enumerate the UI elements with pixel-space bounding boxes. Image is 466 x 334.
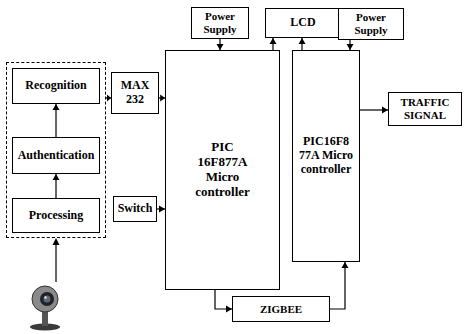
connector-arrow <box>270 38 277 50</box>
block-label: ZIGBEE <box>260 303 302 316</box>
connector-arrow <box>347 40 354 50</box>
connector-line <box>330 262 345 309</box>
block-label: TRAFFIC SIGNAL <box>389 96 461 121</box>
block-box: Switch <box>113 196 157 222</box>
arrow-head <box>53 238 60 245</box>
connector-arrow <box>360 107 388 114</box>
arrow-head <box>299 38 306 44</box>
block-label: Power Supply <box>339 11 403 36</box>
dashed-group-box: RecognitionAuthenticationProcessing <box>6 62 106 238</box>
block-label: LCD <box>290 16 315 30</box>
webcam-body <box>32 286 58 312</box>
block-label: Processing <box>29 209 83 223</box>
webcam-lens-ring <box>40 292 54 306</box>
arrow-head <box>53 174 60 180</box>
arrow-head <box>270 38 277 44</box>
connector-arrow <box>299 38 306 50</box>
webcam-glint <box>44 296 46 298</box>
block-box: PIC 16F877A Micro controller <box>165 50 280 290</box>
arrow-head <box>342 262 349 268</box>
block-box: Authentication <box>12 137 100 174</box>
connector-arrow <box>157 206 165 213</box>
connector-arrow <box>215 290 232 313</box>
block-label: Recognition <box>25 79 86 93</box>
block-box: ZIGBEE <box>232 296 330 322</box>
block-label: PIC 16F877A Micro controller <box>188 140 258 200</box>
block-box: Recognition <box>12 68 100 104</box>
connector-arrow <box>53 104 60 137</box>
block-box: PIC16F8 77A Micro controller <box>292 50 360 262</box>
block-box: Power Supply <box>338 8 404 40</box>
connector-arrow <box>217 39 224 50</box>
webcam-lens <box>44 296 51 303</box>
block-label: MAX 232 <box>112 79 158 107</box>
block-box: TRAFFIC SIGNAL <box>388 92 462 126</box>
input-arrow <box>55 244 56 282</box>
block-box: Processing <box>12 198 100 233</box>
block-label: Power Supply <box>192 10 248 35</box>
block-label: Authentication <box>18 149 95 163</box>
arrow-head <box>53 104 60 110</box>
block-box: LCD <box>265 8 341 38</box>
block-box: MAX 232 <box>111 72 159 114</box>
connector-arrow <box>330 262 349 309</box>
connector-line <box>215 290 232 309</box>
block-label: Switch <box>118 202 153 216</box>
block-box: Power Supply <box>191 7 249 39</box>
connector-arrow <box>53 174 60 198</box>
block-label: PIC16F8 77A Micro controller <box>293 135 359 176</box>
